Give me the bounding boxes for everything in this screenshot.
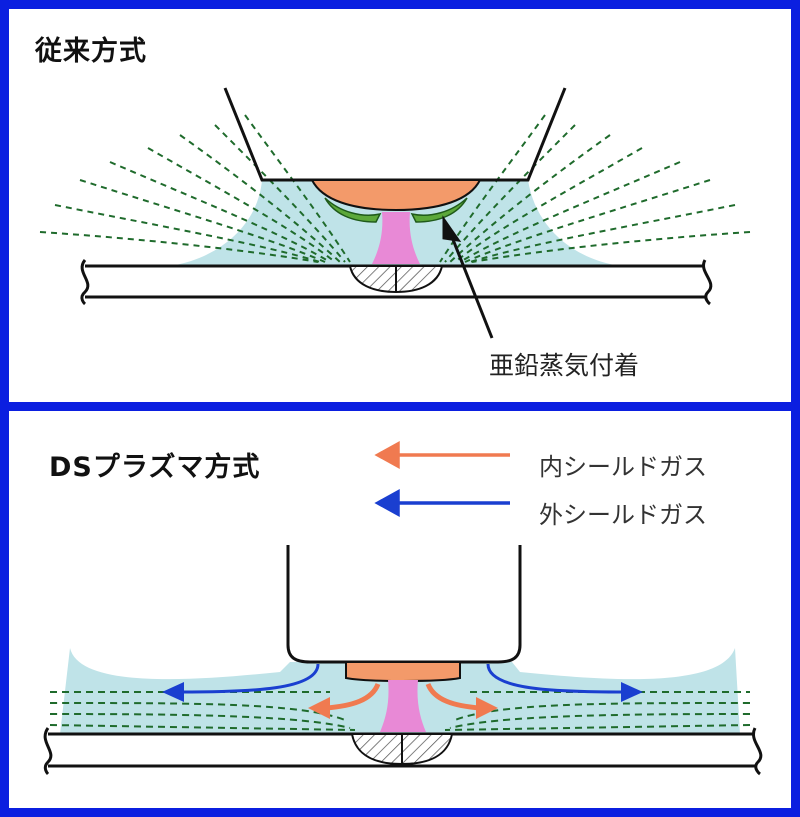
legend-outer-gas-label: 外シールドガス xyxy=(539,501,707,529)
torch-body xyxy=(286,545,522,664)
legend-inner-gas-label: 内シールドガス xyxy=(539,453,707,481)
panel-title: DSプラズマ方式 xyxy=(49,452,261,483)
electrode-tip xyxy=(345,661,461,682)
electrode-tip xyxy=(310,179,482,212)
zinc-vapor-label: 亜鉛蒸気付着 xyxy=(489,351,640,380)
zinc-deposit-right xyxy=(410,197,468,223)
conventional-welding-diagram xyxy=(39,87,751,339)
gas-flow-lines xyxy=(39,114,751,263)
inner-gas-flow-arrows xyxy=(325,682,481,711)
legend-outer-gas-arrow xyxy=(374,489,510,517)
legend-inner-gas-arrow xyxy=(374,441,510,469)
panel-ds-plasma: DSプラズマ方式 内シールドガス 外シールドガス xyxy=(0,402,800,817)
panel-title: 従来方式 xyxy=(35,36,147,67)
inner-gas-arrowhead-left xyxy=(308,697,330,719)
outer-gas-flow-arrows xyxy=(179,663,626,694)
inner-gas-arrowhead-right xyxy=(476,697,498,719)
outer-gas-arrowhead-left xyxy=(162,682,184,702)
outer-gas-arrowhead-right xyxy=(621,682,643,702)
welding-arc xyxy=(372,212,420,264)
panel-conventional: 従来方式 xyxy=(0,0,800,411)
ds-plasma-diagram xyxy=(43,441,763,776)
callout-arrow xyxy=(442,215,494,339)
zinc-deposit-left xyxy=(324,197,382,223)
welding-arc xyxy=(380,680,426,732)
torch-nozzle xyxy=(223,87,567,182)
gas-flow-lines xyxy=(49,691,751,731)
